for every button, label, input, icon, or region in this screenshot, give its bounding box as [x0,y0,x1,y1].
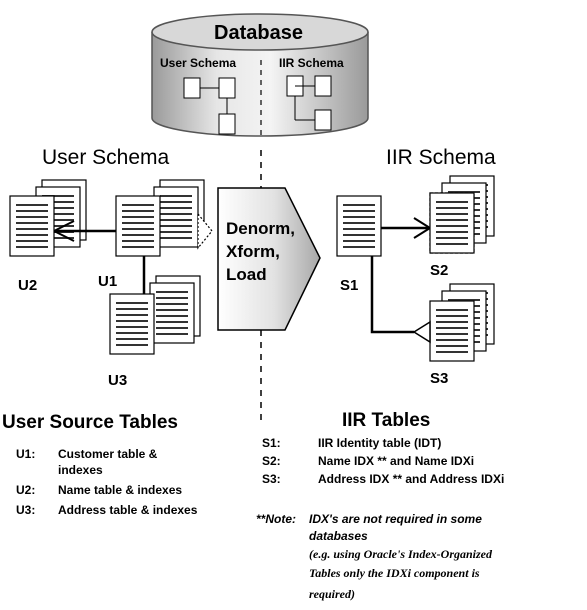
iir-schema-mini-diagram [286,75,332,131]
table-u1-icon [115,179,213,257]
table-s1-icon [336,195,382,257]
label-s1: S1 [340,277,359,294]
db-iir-schema-label: IIR Schema [279,56,344,70]
database-title: Database [214,22,303,44]
table-u3-icon [109,275,201,355]
database-cylinder [151,13,369,138]
s2-desc: Name IDX ** and Name IDXi [318,454,475,468]
u2-desc: Name table & indexes [58,483,183,497]
table-s3-icon [429,283,495,362]
table-s2-icon [429,175,495,254]
process-line-3: Load [226,265,267,284]
table-u2-icon [9,179,87,257]
u1-desc-line2: indexes [58,463,103,477]
process-line-1: Denorm, [226,219,295,238]
s3-code: S3: [262,472,281,486]
user-schema-relationships [53,220,146,294]
label-u3: U3 [108,372,128,389]
process-line-2: Xform, [226,242,280,261]
note-line1: IDX's are not required in some [309,512,482,526]
process-arrow-label: Denorm, Xform, Load [226,217,295,286]
note-line5: required) [309,587,355,601]
s2-code: S2: [262,454,281,468]
u1-code: U1: [16,447,36,461]
u3-code: U3: [16,503,36,517]
label-s2: S2 [430,262,449,279]
u1-desc-line1: Customer table & [58,447,158,461]
note-line3: (e.g. using Oracle's Index-Organized [309,547,493,561]
db-user-schema-label: User Schema [160,56,237,70]
iir-schema-relationships [370,217,431,344]
note-line2: databases [309,529,368,543]
s3-desc: Address IDX ** and Address IDXi [318,472,505,486]
label-u2: U2 [18,277,38,294]
label-u1: U1 [98,273,118,290]
process-arrow [217,187,321,331]
user-schema-mini-diagram [183,77,236,135]
u2-code: U2: [16,483,36,497]
s1-desc: IIR Identity table (IDT) [318,436,442,450]
label-s3: S3 [430,370,449,387]
note-prefix: **Note: [256,512,297,526]
iir-schema-heading: IIR Schema [386,146,496,169]
s1-code: S1: [262,436,281,450]
user-source-tables-heading: User Source Tables [2,412,179,433]
note-line4: Tables only the IDXi component is [309,566,480,580]
u3-desc: Address table & indexes [58,503,198,517]
iir-tables-heading: IIR Tables [342,410,431,431]
user-schema-heading: User Schema [42,146,170,169]
